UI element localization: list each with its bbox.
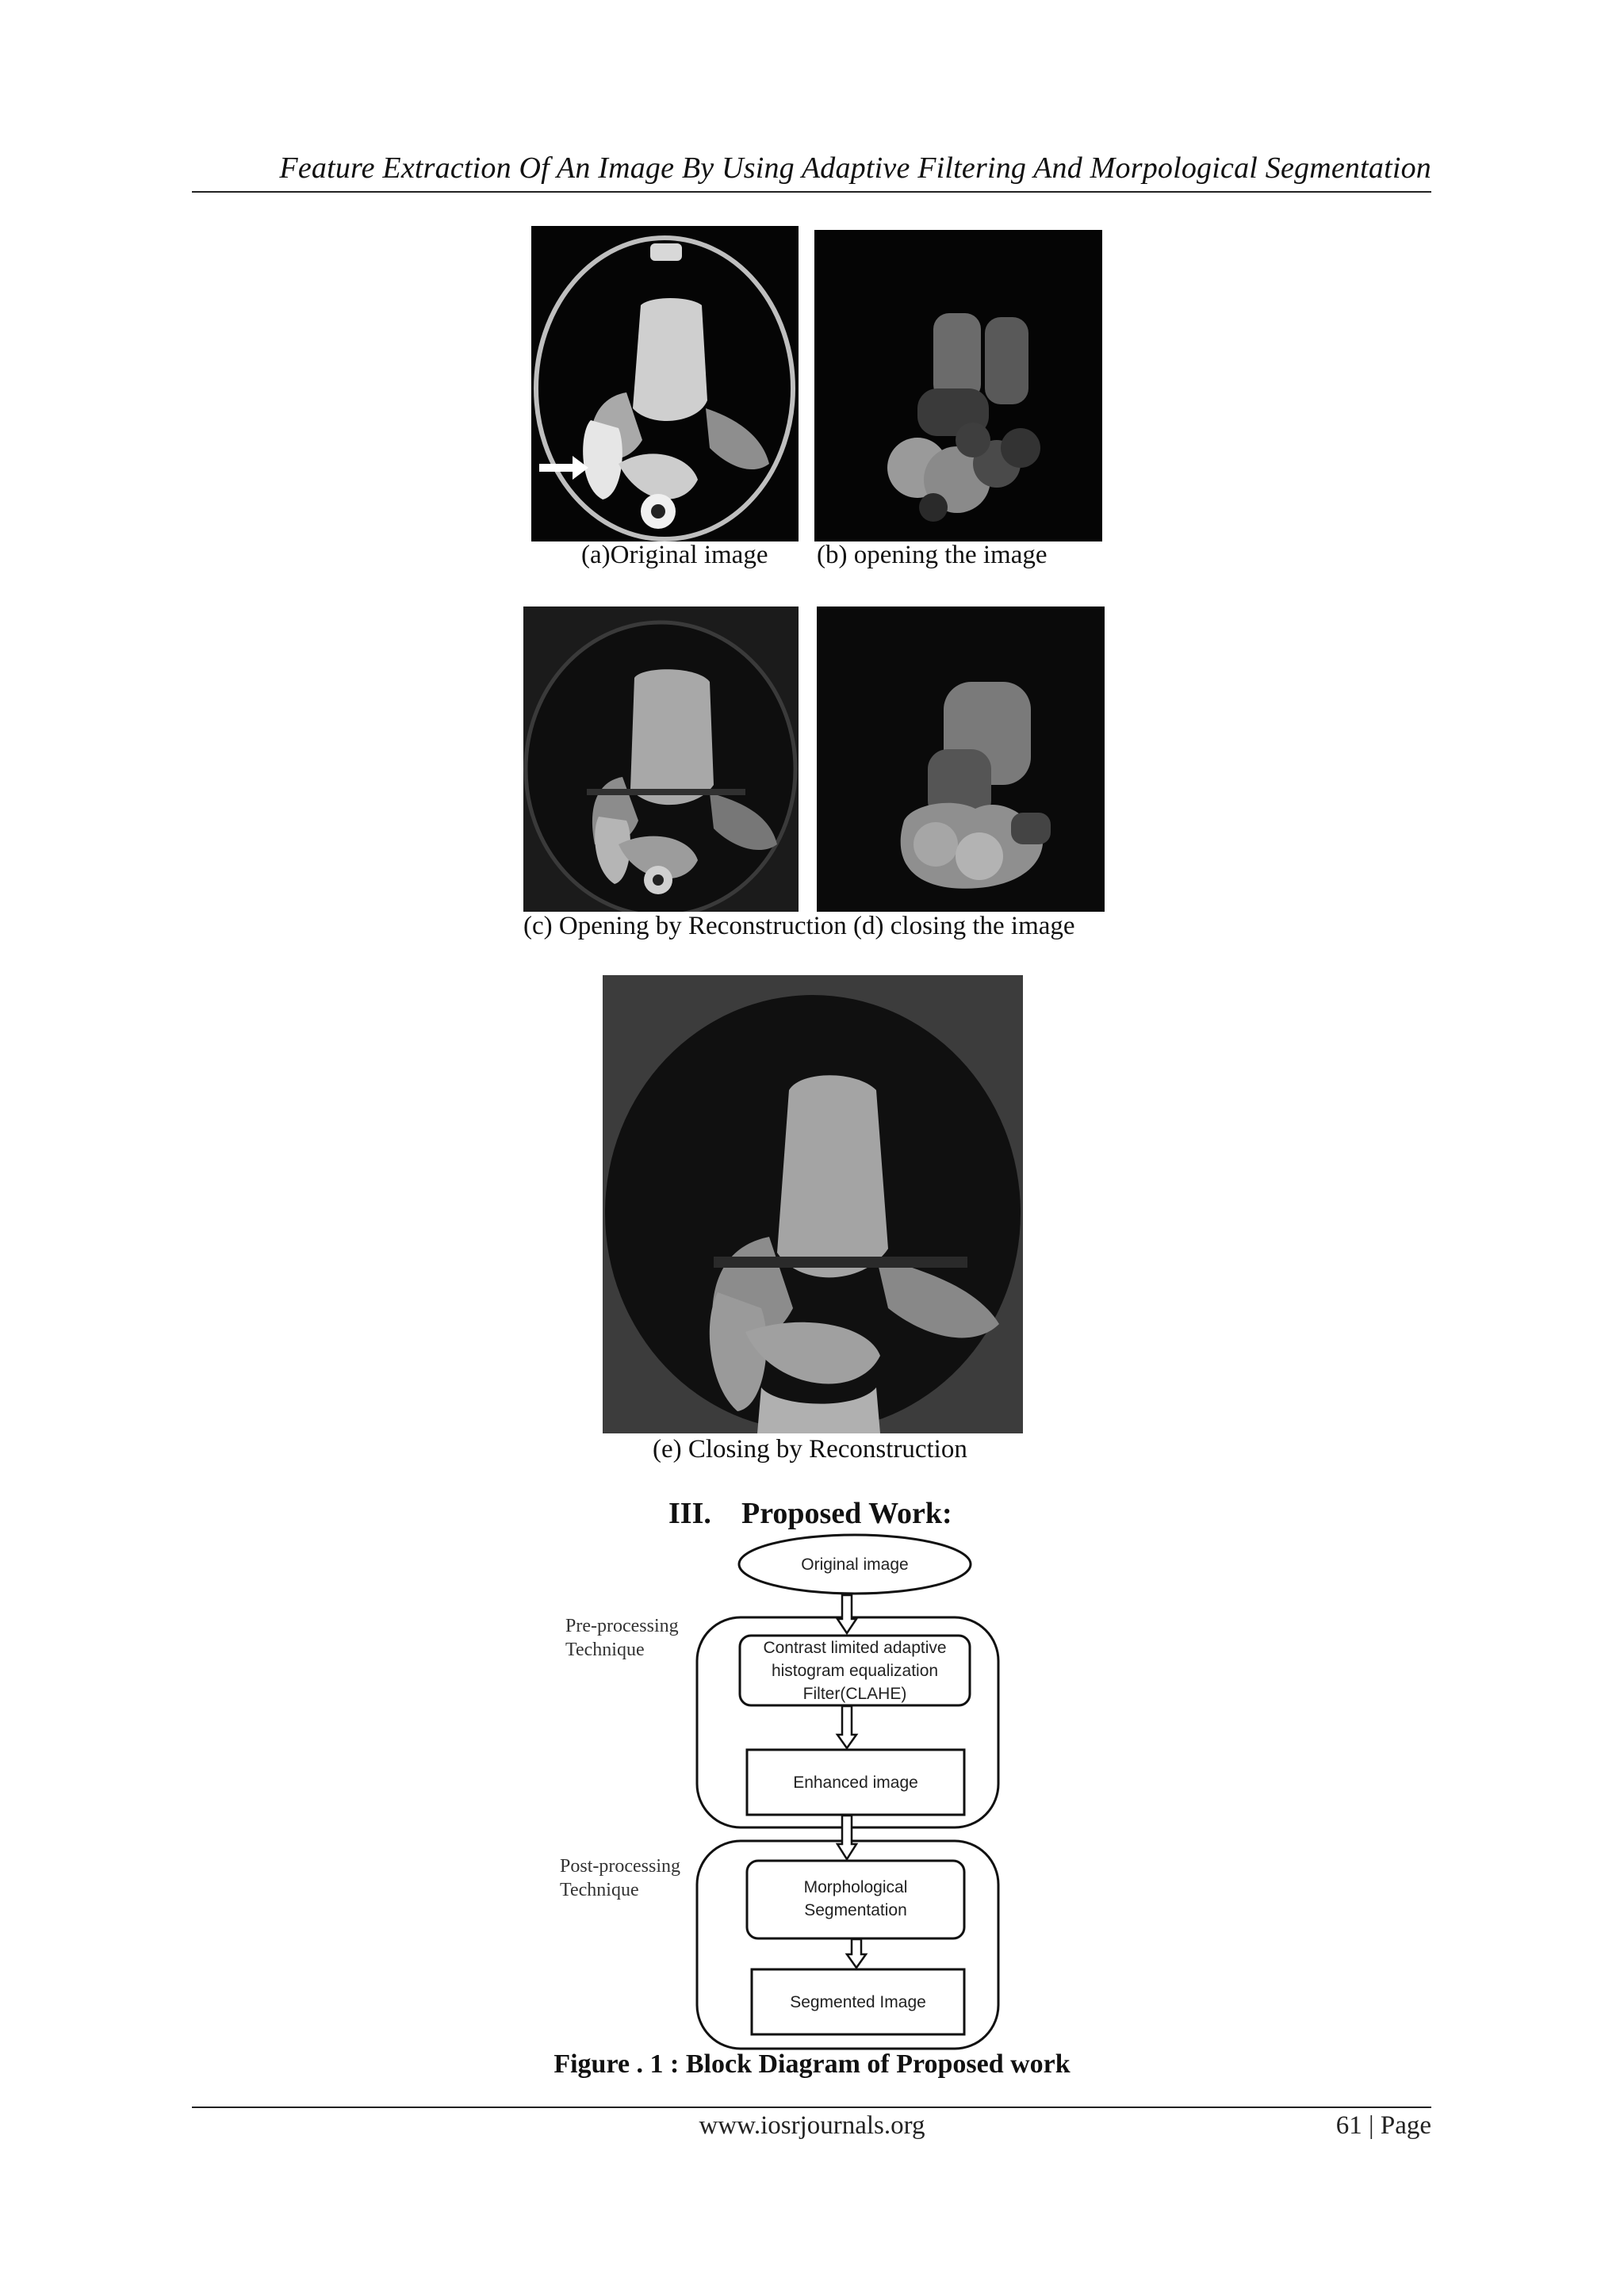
morphological-text-line1: Morphological [803,1878,908,1896]
section-title: Proposed Work: [741,1497,952,1530]
header-rule [192,191,1431,193]
running-header-title: Feature Extraction Of An Image By Using … [279,151,1431,185]
segmented-image-node [750,1968,966,2036]
arrow-original-to-clahe [835,1594,859,1636]
clahe-text-line1: Contrast limited adaptive [763,1639,947,1657]
pre-processing-label-line2: Technique [565,1640,645,1660]
arrow-morph-to-segmented [845,1938,868,1970]
footer-page-number: 61 | Page [1335,2111,1431,2140]
section-heading: III. Proposed Work: [668,1496,952,1531]
segmented-image-text: Segmented Image [790,1993,926,2011]
post-processing-label: Post-processing Technique [560,1854,680,1902]
opening-image [814,230,1102,541]
morphological-text: Morphological Segmentation [747,1876,964,1922]
footer-url: www.iosrjournals.org [699,2111,925,2140]
post-processing-label-line2: Technique [560,1880,639,1900]
enhanced-image-node [745,1748,966,1816]
closing-image [817,607,1105,912]
arrow-clahe-to-enhanced [835,1705,859,1751]
section-number: III. [668,1497,711,1530]
footer-rule [192,2107,1431,2108]
clahe-text-line3: Filter(CLAHE) [802,1685,907,1703]
caption-b: (b) opening the image [817,541,1048,569]
post-processing-label-line1: Post-processing [560,1856,680,1877]
caption-cd: (c) Opening by Reconstruction (d) closin… [523,912,1075,940]
original-image-node [737,1533,972,1595]
opening-by-reconstruction-image [523,607,799,912]
pre-processing-label-line1: Pre-processing [565,1616,679,1636]
caption-a: (a)Original image [581,541,768,569]
arrow-enhanced-to-morph [835,1814,859,1862]
morphological-text-line2: Segmentation [804,1901,907,1919]
clahe-node [738,1634,971,1707]
clahe-text: Contrast limited adaptive histogram equa… [740,1636,970,1705]
enhanced-image-text: Enhanced image [793,1774,918,1792]
closing-by-reconstruction-image [603,975,1023,1433]
pre-processing-label: Pre-processing Technique [565,1614,679,1662]
clahe-text-line2: histogram equalization [771,1662,939,1680]
figure-caption: Figure . 1 : Block Diagram of Proposed w… [553,2049,1071,2079]
ct-original-image [531,226,799,541]
original-image-text: Original image [801,1556,909,1574]
caption-e: (e) Closing by Reconstruction [653,1435,967,1464]
